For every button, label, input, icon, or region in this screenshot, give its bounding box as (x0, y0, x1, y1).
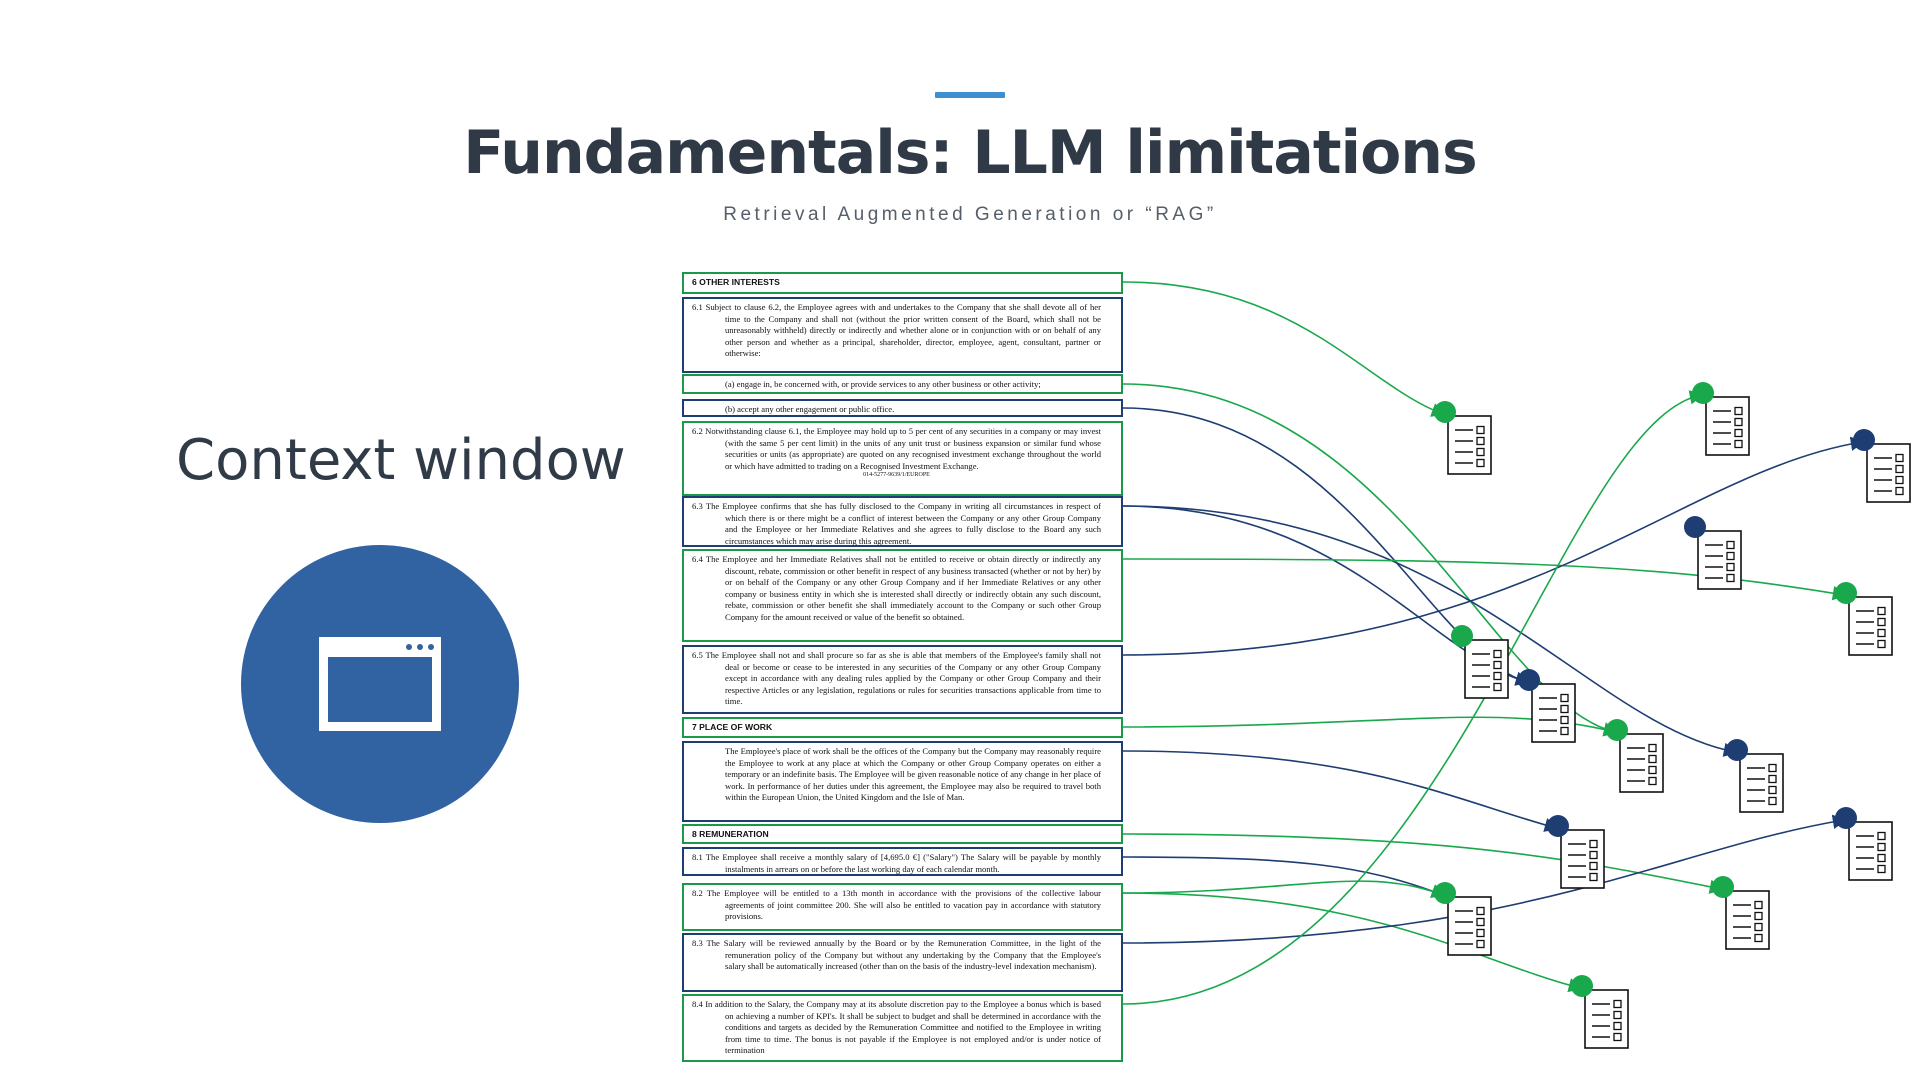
title-accent-bar (935, 92, 1005, 98)
retrieved-document-icon (1518, 669, 1576, 743)
chunk-text: 6.1 Subject to clause 6.2, the Employee … (692, 302, 1101, 359)
chunk-text: or (692, 391, 1101, 392)
document-chunk: 7 PLACE OF WORK (682, 717, 1123, 738)
retrieval-link (1122, 856, 1446, 898)
page-title: Fundamentals: LLM limitations (463, 118, 1477, 188)
retrieval-link (1122, 505, 1739, 757)
retrieved-document-icon (1547, 815, 1605, 889)
retrieved-document-icon (1684, 516, 1742, 590)
retrieved-document-icon (1712, 876, 1770, 950)
retrieved-document-icon (1434, 401, 1492, 475)
retrieved-document-icon (1692, 382, 1750, 456)
chunk-heading: 7 PLACE OF WORK (692, 722, 773, 732)
context-window-label: Context window (176, 428, 626, 493)
retrieval-link (1122, 281, 1446, 417)
document-chunk: 8.4 In addition to the Salary, the Compa… (682, 994, 1123, 1062)
chunk-text: The Employee's place of work shall be th… (725, 746, 1101, 803)
retrieval-link (1122, 383, 1619, 737)
retrieval-link (1122, 880, 1446, 898)
chunk-heading: 8 REMUNERATION (692, 829, 769, 839)
chunk-text: 6.2 Notwithstanding clause 6.1, the Empl… (692, 426, 1101, 471)
retrieved-document-icon (1571, 975, 1629, 1049)
retrieval-link (1122, 892, 1584, 993)
retrieved-document-icon (1853, 429, 1911, 503)
retrieved-document-icon (1451, 625, 1509, 699)
retrieval-link (1122, 436, 1866, 656)
document-chunk: 6.3 The Employee confirms that she has f… (682, 496, 1123, 547)
document-chunk: 6.5 The Employee shall not and shall pro… (682, 645, 1123, 714)
retrieved-document-icon (1835, 807, 1893, 881)
chunk-text: 6.5 The Employee shall not and shall pro… (692, 650, 1101, 707)
retrieval-link (1122, 833, 1725, 894)
retrieval-link (1122, 390, 1705, 1005)
chunk-text: (b) accept any other engagement or publi… (725, 404, 895, 414)
chunk-text: 6.3 The Employee confirms that she has f… (692, 501, 1101, 546)
document-chunk: 8.1 The Employee shall receive a monthly… (682, 847, 1123, 876)
retrieval-link (1122, 558, 1848, 601)
chunk-text: 8.3 The Salary will be reviewed annually… (692, 938, 1101, 972)
chunk-text: 8.4 In addition to the Salary, the Compa… (692, 999, 1101, 1056)
document-chunk: 6 OTHER INTERESTS (682, 272, 1123, 294)
chunk-text: (a) engage in, be concerned with, or pro… (725, 379, 1041, 389)
document-chunk: 6.2 Notwithstanding clause 6.1, the Empl… (682, 421, 1123, 496)
retrieval-link (1122, 750, 1560, 832)
document-chunk: 8 REMUNERATION (682, 824, 1123, 844)
chunk-text: 8.2 The Employee will be entitled to a 1… (692, 888, 1101, 922)
chunk-footer-ref: 014-5277-9639/1/EUROPE (863, 472, 930, 479)
chunk-heading: 6 OTHER INTERESTS (692, 277, 780, 287)
chunk-text: 8.1 The Employee shall receive a monthly… (692, 852, 1101, 874)
document-chunk: (b) accept any other engagement or publi… (682, 399, 1123, 417)
browser-window-icon (319, 637, 441, 731)
retrieved-document-icon (1606, 719, 1664, 793)
retrieval-link (1122, 814, 1848, 944)
document-chunk: 6.4 The Employee and her Immediate Relat… (682, 549, 1123, 642)
document-chunk: 8.2 The Employee will be entitled to a 1… (682, 883, 1123, 931)
context-window-badge (241, 545, 519, 823)
document-chunk: 8.3 The Salary will be reviewed annually… (682, 933, 1123, 992)
retrieved-document-icon (1434, 882, 1492, 956)
page-subtitle: Retrieval Augmented Generation or “RAG” (723, 204, 1217, 225)
document-chunk: The Employee's place of work shall be th… (682, 741, 1123, 822)
document-chunk: 6.1 Subject to clause 6.2, the Employee … (682, 297, 1123, 373)
chunk-text: 6.4 The Employee and her Immediate Relat… (692, 554, 1101, 622)
retrieved-document-icon (1835, 582, 1893, 656)
document-chunk: (a) engage in, be concerned with, or pro… (682, 374, 1123, 394)
retrieved-document-icon (1726, 739, 1784, 813)
